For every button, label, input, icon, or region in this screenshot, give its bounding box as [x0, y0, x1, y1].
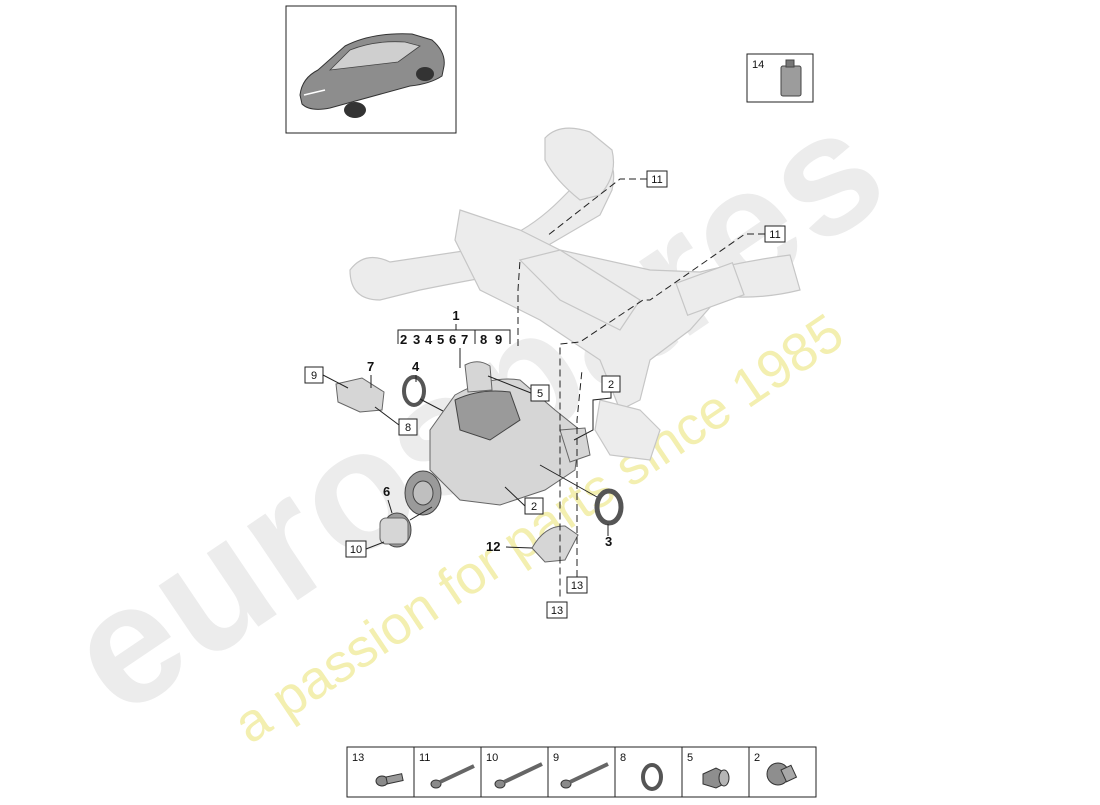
- long-bolt-icon: [560, 762, 609, 789]
- boxed-callout-9: 9: [304, 366, 349, 389]
- legend-cell-5: 5: [681, 746, 750, 798]
- parts-legend: 13 11 10 9: [346, 746, 817, 798]
- boxed-callout-13a: 13: [566, 369, 588, 594]
- boxed-callout-8: 8: [374, 406, 418, 436]
- svg-text:11: 11: [769, 229, 780, 241]
- boxed-callout-10: 10: [345, 540, 385, 558]
- legend-cell-9: 9: [547, 746, 616, 798]
- callout-1: 1: [452, 308, 459, 323]
- legend-cell-11: 11: [413, 746, 482, 798]
- svg-text:2: 2: [608, 379, 614, 391]
- short-bolt-icon: [375, 773, 404, 787]
- legend-cell-8: 8: [614, 746, 683, 798]
- callout-7-group: 7: [367, 359, 374, 388]
- sub-callout-4: 4: [425, 332, 433, 347]
- part-14-box: 14: [746, 53, 814, 103]
- svg-text:2: 2: [531, 501, 537, 513]
- long-bolt-icon: [494, 762, 543, 789]
- callout-6-group: 6: [383, 484, 433, 521]
- svg-text:11: 11: [651, 174, 662, 186]
- svg-text:10: 10: [350, 544, 362, 556]
- sub-callout-8: 8: [480, 332, 487, 347]
- callout-4: 4: [412, 359, 420, 374]
- sub-callout-3: 3: [413, 332, 420, 347]
- sub-callout-2: 2: [400, 332, 407, 347]
- callout-12-group: 12: [486, 539, 533, 554]
- heat-shield-12: [531, 525, 579, 563]
- sub-callout-9: 9: [495, 332, 502, 347]
- main-callout: 1 2 3 4 5 6 7 8 9: [397, 259, 521, 368]
- callout-4-group: 4: [412, 359, 444, 412]
- svg-text:13: 13: [551, 605, 563, 617]
- legend-cell-13: 13: [346, 746, 415, 798]
- svg-text:8: 8: [620, 752, 626, 764]
- callout-7: 7: [367, 359, 374, 374]
- vehicle-thumbnail: [285, 5, 457, 134]
- differential-housing: [404, 361, 591, 516]
- svg-text:13: 13: [571, 580, 583, 592]
- sub-callout-7: 7: [461, 332, 468, 347]
- rear-subframe: [349, 127, 801, 461]
- seal-ring-3: [594, 488, 624, 526]
- svg-text:8: 8: [405, 422, 411, 434]
- boxed-callout-11a: 11: [546, 170, 668, 237]
- svg-text:2: 2: [754, 752, 760, 764]
- boxed-callout-2a: 2: [573, 375, 621, 441]
- part-14-frame: [746, 53, 814, 103]
- sub-callout-list: 2 3 4 5 6 7 8 9: [400, 332, 502, 347]
- car-icon: [299, 33, 445, 118]
- ring-seal-icon: [641, 763, 663, 791]
- bushing-6: [379, 512, 412, 548]
- legend-cell-10: 10: [480, 746, 549, 798]
- long-bolt-icon: [430, 764, 475, 789]
- part-14-label: 14: [752, 59, 764, 71]
- plug-icon: [702, 767, 730, 789]
- svg-text:9: 9: [553, 752, 559, 764]
- callout-6: 6: [383, 484, 390, 499]
- sub-callout-6: 6: [449, 332, 456, 347]
- callout-3-group: 3: [539, 464, 612, 549]
- svg-text:13: 13: [352, 752, 364, 764]
- mount-bracket: [335, 377, 385, 413]
- callout-12: 12: [486, 539, 500, 554]
- legend-cell-2: 2: [748, 746, 817, 798]
- sub-callout-5: 5: [437, 332, 444, 347]
- seal-ring-4: [402, 375, 426, 407]
- boxed-callout-5: 5: [487, 375, 550, 402]
- svg-text:11: 11: [419, 752, 430, 764]
- callout-3: 3: [605, 534, 612, 549]
- svg-text:5: 5: [537, 388, 543, 400]
- boxed-callout-11b: 11: [559, 225, 786, 600]
- svg-text:5: 5: [687, 752, 693, 764]
- oil-bottle-icon: [780, 59, 802, 97]
- svg-text:10: 10: [486, 752, 498, 764]
- screw-plug-icon: [766, 762, 798, 786]
- boxed-callout-2b: 2: [504, 486, 544, 515]
- boxed-callout-13b: 13: [546, 601, 568, 619]
- svg-text:9: 9: [311, 370, 317, 382]
